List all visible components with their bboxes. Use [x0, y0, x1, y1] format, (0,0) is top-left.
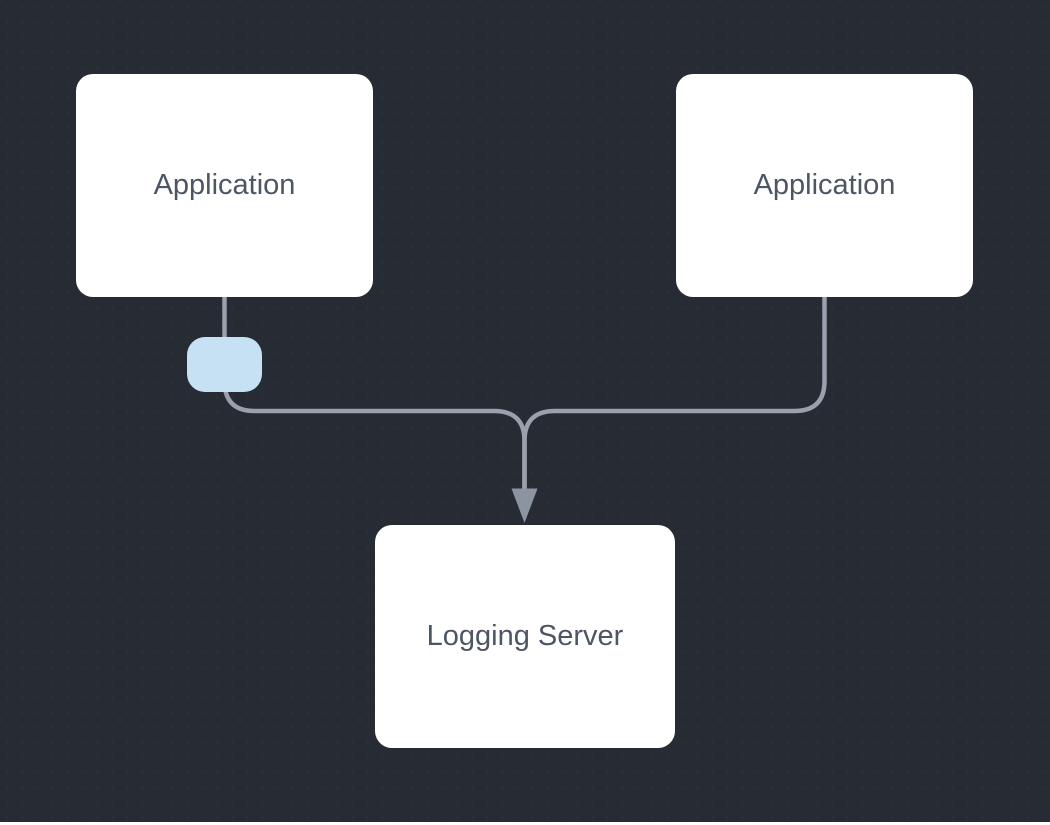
- edge-app-right-to-logging-server[interactable]: [522, 297, 827, 490]
- node-label: Application: [753, 169, 896, 202]
- edge-label-badge[interactable]: [187, 337, 262, 392]
- node-label: Application: [153, 169, 296, 202]
- bottom-white-strip: [0, 822, 1050, 825]
- node-application-left[interactable]: Application: [76, 74, 373, 297]
- node-label: Logging Server: [426, 620, 624, 653]
- node-logging-server[interactable]: Logging Server: [375, 525, 675, 748]
- node-application-right[interactable]: Application: [676, 74, 973, 297]
- edge-app-left-to-logging-server[interactable]: [222, 297, 527, 490]
- arrowhead-icon: [511, 488, 538, 523]
